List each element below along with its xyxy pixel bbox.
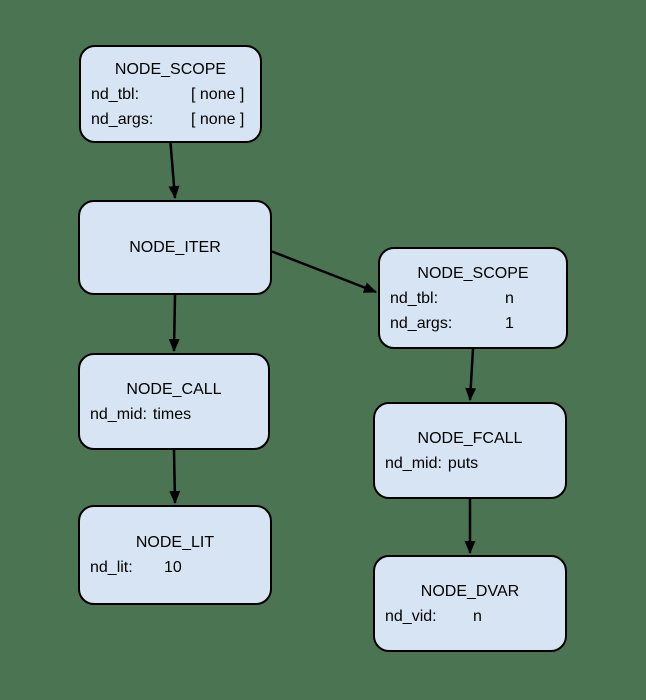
edge-iter-to-scope-right — [271, 250, 377, 294]
node-title: NODE_FCALL — [417, 429, 523, 447]
edge-scope-right-to-fcall — [465, 348, 477, 401]
field-label: nd_tbl: — [91, 85, 140, 103]
field-value: times — [152, 405, 192, 423]
node-dvar: NODE_DVAR nd_vid: n — [373, 555, 567, 652]
edge-iter-to-call — [168, 294, 180, 352]
node-field: nd_mid: times — [80, 402, 268, 427]
node-iter: NODE_ITER — [78, 200, 272, 295]
field-value: puts — [447, 454, 479, 472]
node-field: nd_tbl: [ none ] — [81, 82, 260, 107]
field-label: nd_args: — [91, 110, 154, 128]
field-value: n — [473, 607, 482, 625]
field-label: nd_lit: — [90, 559, 133, 576]
field-label: nd_mid: — [385, 454, 442, 472]
field-label: nd_tbl: — [390, 289, 439, 307]
node-field: nd_args: 1 — [380, 311, 566, 336]
node-title: NODE_SCOPE — [114, 60, 227, 78]
field-value: [ none ] — [191, 85, 245, 103]
node-fcall: NODE_FCALL nd_mid: puts — [373, 402, 567, 499]
field-value: 1 — [505, 314, 514, 332]
field-value: 10 — [164, 559, 182, 576]
node-field: nd_mid: puts — [375, 451, 565, 476]
field-label: nd_vid: — [385, 607, 437, 625]
node-scope-right: NODE_SCOPE nd_tbl: n nd_args: 1 — [378, 247, 568, 349]
field-value: [ none ] — [191, 110, 245, 128]
node-call: NODE_CALL nd_mid: times — [78, 353, 270, 450]
node-field: nd_lit: 10 — [80, 555, 270, 580]
node-title: NODE_DVAR — [420, 582, 520, 600]
field-value: n — [505, 289, 514, 307]
node-title: NODE_SCOPE — [417, 264, 529, 282]
field-label: nd_mid: — [90, 405, 147, 423]
edge-call-to-lit — [169, 449, 181, 504]
edge-scope-top-to-iter — [168, 142, 180, 199]
node-field: nd_vid: n — [375, 604, 565, 629]
node-title: NODE_LIT — [135, 534, 215, 551]
node-field: nd_tbl: n — [380, 286, 566, 311]
node-scope-top: NODE_SCOPE nd_tbl: [ none ] nd_args: [ none … — [79, 45, 262, 143]
node-title: NODE_ITER — [129, 239, 221, 256]
field-label: nd_args: — [390, 314, 453, 332]
node-field: nd_args: [ none ] — [81, 107, 260, 132]
node-title: NODE_CALL — [126, 380, 222, 398]
